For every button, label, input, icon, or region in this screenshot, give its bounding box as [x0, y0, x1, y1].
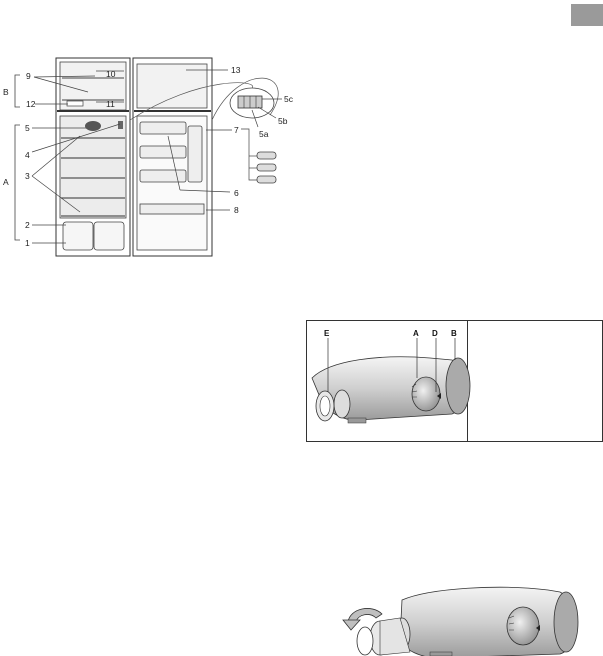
lamp-removal-diagram	[0, 0, 603, 656]
